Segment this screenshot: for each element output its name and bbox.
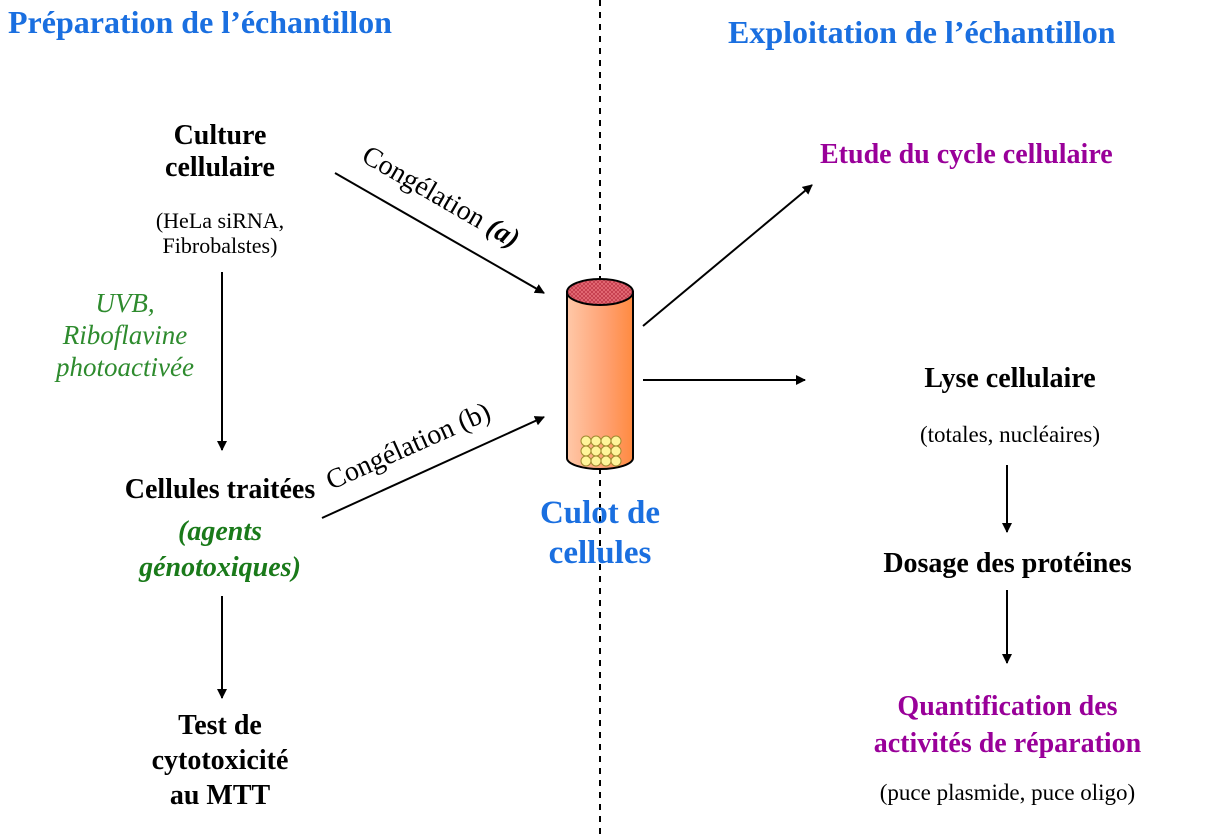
culture-sub-line2: Fibrobalstes) (162, 233, 278, 259)
pellet-label: Culot de cellules (500, 494, 700, 573)
protein-dosage: Dosage des protéines (883, 548, 1132, 579)
cell-lysis-subtitle: (totales, nucléaires) (919, 422, 1101, 447)
treated-cells-title: Cellules traitées (124, 474, 316, 505)
cell-cycle-study: Etude du cycle cellulaire (820, 139, 1113, 170)
cell-lysis-title: Lyse cellulaire (924, 363, 1096, 394)
treatment-line2: Riboflavine (62, 319, 188, 350)
repair-quantification: Quantification des activités de réparati… (820, 688, 1195, 762)
quant-line1: Quantification des (897, 691, 1118, 722)
culture-sub-line1: (HeLa siRNA, (155, 208, 285, 233)
pellet-line2: cellules (548, 534, 652, 571)
pellet-line1: Culot de (539, 495, 661, 531)
arrow-to-cycle (642, 184, 813, 327)
test-line3: au MTT (169, 780, 271, 811)
treated-cells-agents: (agents génotoxiques) (100, 514, 340, 587)
treated-sub-line1: (agents (178, 516, 262, 547)
header-preparation: Préparation de l’échantillon (8, 4, 392, 40)
test-line1: Test de (178, 710, 262, 741)
repair-quant-subtitle: (puce plasmide, puce oligo) (879, 780, 1136, 805)
culture-title-line2: cellulaire (165, 152, 275, 184)
arrow-freeze-b (321, 416, 545, 519)
treatment-line1: UVB, (95, 288, 155, 318)
treated-sub-line2: génotoxiques) (139, 552, 301, 584)
pellet-tube-icon (566, 278, 634, 470)
header-exploitation: Exploitation de l’échantillon (728, 14, 1116, 50)
culture-title: Culture cellulaire (120, 120, 320, 184)
treatment-line3: photoactivée (56, 351, 194, 382)
treatment-label: UVB, Riboflavine photoactivée (20, 288, 230, 384)
test-line2: cytotoxicité (151, 745, 289, 776)
culture-subtitle: (HeLa siRNA, Fibrobalstes) (110, 208, 330, 259)
quant-line2: activités de réparation (873, 728, 1142, 760)
cytotoxicity-test: Test de cytotoxicité au MTT (100, 708, 340, 813)
arrow-freeze-a (334, 172, 545, 294)
culture-title-line1: Culture (173, 120, 267, 151)
